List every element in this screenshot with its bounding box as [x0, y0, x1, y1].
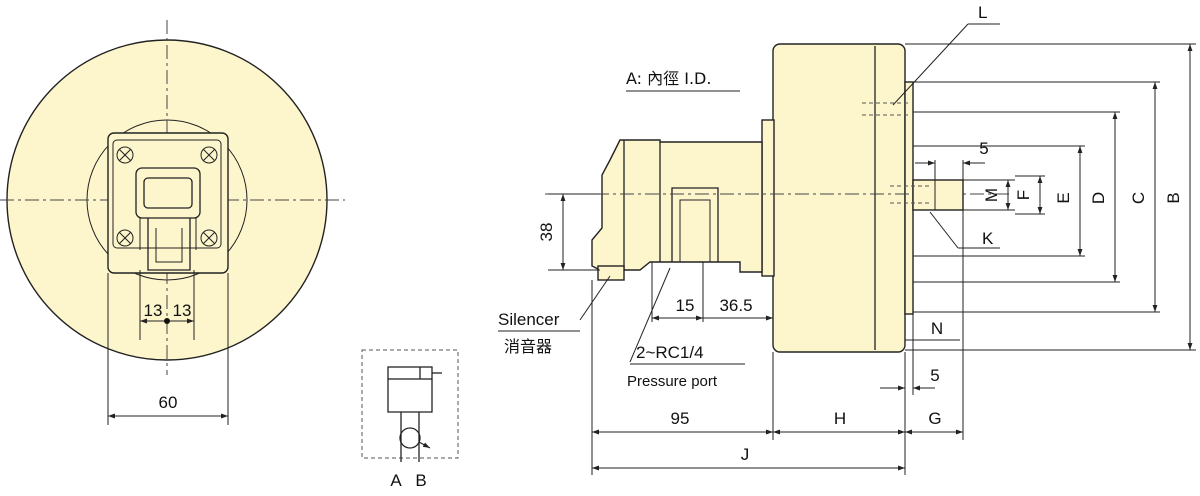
port-b-label: B: [415, 471, 426, 490]
id-heading: A: 內徑 I.D.: [626, 69, 711, 88]
vertical-dimensions: M F E D C B: [905, 43, 1196, 351]
silencer-label-cn: 消音器: [504, 337, 552, 356]
front-view: 13 13 60: [0, 20, 345, 425]
dim-5-bottom: 5: [930, 366, 939, 385]
bolt-hole-icon: [200, 146, 218, 164]
bolt-hole-icon: [200, 229, 218, 247]
bolt-hole-icon: [116, 229, 134, 247]
dim-g: G: [928, 409, 941, 428]
valve-cap-inner: [143, 177, 193, 209]
dim-n: N: [931, 319, 943, 338]
dim-e: E: [1054, 192, 1073, 203]
bolt-hole-icon: [116, 146, 134, 164]
dim-j: J: [741, 445, 750, 464]
dim-5-top: 5: [979, 139, 988, 158]
valve-plate: [112, 139, 222, 249]
label-k: K: [982, 229, 994, 248]
dim-f: F: [1014, 190, 1033, 200]
dim-36-5: 36.5: [719, 296, 752, 315]
label-l: L: [978, 3, 987, 22]
valve-neck-inner: [155, 228, 183, 263]
valve-cap-outer: [135, 167, 201, 219]
center-dot: [164, 318, 170, 324]
pneumatic-symbol: A B: [361, 349, 459, 490]
bolt-holes: [116, 146, 218, 247]
pressure-port-size: 2~RC1/4: [636, 343, 704, 362]
dim-13-right: 13: [173, 301, 192, 320]
dim-h: H: [834, 409, 846, 428]
dim-b: B: [1164, 192, 1183, 203]
drum-flange: [761, 119, 775, 277]
dim-60: 60: [159, 393, 178, 412]
dim-38: 38: [537, 223, 556, 242]
valve-block: [107, 132, 229, 274]
silencer-nut: [597, 265, 625, 281]
rotary-joint-body: [591, 139, 763, 273]
dim-15: 15: [676, 296, 695, 315]
port-a-label: A: [390, 471, 402, 490]
symbol-frame: [361, 349, 459, 459]
valve-neck: [147, 218, 191, 271]
dim-d: D: [1089, 192, 1108, 204]
dim-c: C: [1129, 192, 1148, 204]
face-plate: [904, 81, 914, 315]
main-drum: [772, 43, 906, 353]
output-shaft: [912, 179, 964, 211]
dim-m: M: [982, 188, 1001, 202]
valve-circle-icon: [399, 427, 421, 449]
side-view: A: 內徑 I.D. 38 15 36.5: [498, 3, 1196, 475]
silencer-label: Silencer: [498, 310, 560, 329]
pressure-port-label: Pressure port: [627, 373, 718, 390]
dim-13-left: 13: [144, 301, 163, 320]
dim-95: 95: [671, 409, 690, 428]
